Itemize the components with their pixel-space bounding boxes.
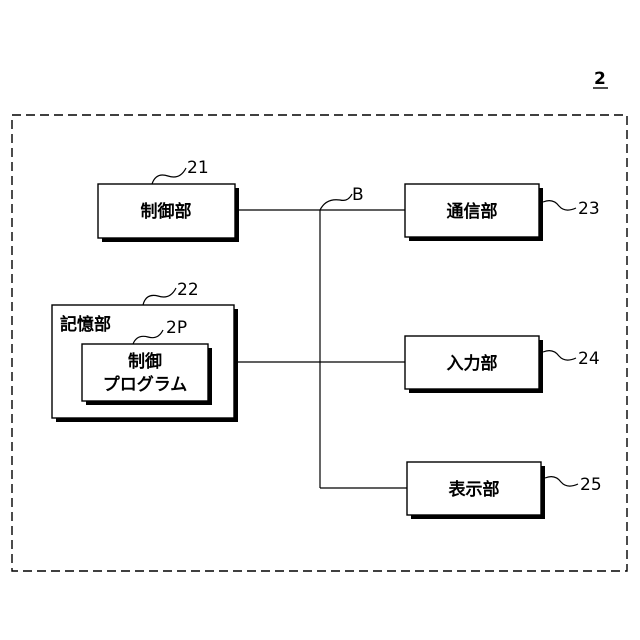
control-unit-block: 制御部 [98,184,239,242]
control-unit-ref: 21 [187,158,209,178]
control-unit-ref-lead [152,168,186,184]
communication-unit-ref-lead [543,201,576,210]
display-unit-ref-lead [545,477,578,486]
storage-unit-ref: 22 [177,280,199,300]
control-program-ref: 2P [166,318,187,338]
storage-unit-label: 記憶部 [60,314,111,335]
storage-unit-ref-lead [143,288,176,305]
bus-label: B [352,185,364,205]
control-program-block: 制御 プログラム [82,344,212,405]
communication-unit-label: 通信部 [447,201,498,222]
input-unit-ref: 24 [578,349,600,369]
communication-unit-ref: 23 [578,199,600,219]
control-program-label-line1: 制御 [128,351,162,372]
figure-ref: 2 [594,69,606,89]
communication-unit-block: 通信部 [405,184,543,241]
display-unit-label: 表示部 [449,479,500,500]
input-unit-block: 入力部 [405,336,543,393]
bus-label-lead [320,194,352,210]
bus-lines [235,210,407,488]
input-unit-ref-lead [543,351,576,360]
control-unit-label: 制御部 [141,201,192,222]
display-unit-ref: 25 [580,475,602,495]
display-unit-block: 表示部 [407,462,545,519]
input-unit-label: 入力部 [447,353,498,374]
control-program-label-line2: プログラム [103,374,188,395]
